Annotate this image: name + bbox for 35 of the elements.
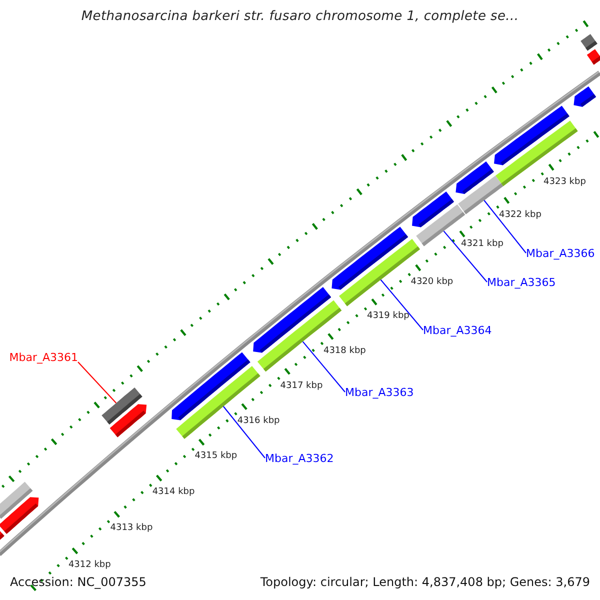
map-title: Methanosarcina barkeri str. fusaro chromosome 1, complete se... bbox=[80, 9, 520, 24]
position-label: 4319 kbp bbox=[366, 311, 410, 322]
gene-label: Mbar_A3362 bbox=[265, 453, 335, 465]
position-label: 4313 kbp bbox=[110, 523, 153, 534]
gene-bar bbox=[574, 86, 596, 107]
position-label: 4320 kbp bbox=[410, 277, 454, 288]
position-label: 4318 kbp bbox=[323, 346, 366, 356]
leader-line bbox=[380, 279, 424, 330]
gene-bar bbox=[0, 482, 33, 519]
gene-label: Mbar_A3363 bbox=[345, 387, 415, 399]
leader-line bbox=[302, 341, 346, 392]
gene-bar bbox=[580, 34, 598, 51]
leader-line bbox=[484, 200, 526, 254]
position-label: 4322 kbp bbox=[499, 210, 542, 220]
position-label: 4314 kbp bbox=[152, 487, 195, 498]
gene-label: Mbar_A3366 bbox=[526, 248, 596, 260]
position-label: 4317 kbp bbox=[280, 380, 323, 391]
position-label: 4315 kbp bbox=[194, 451, 238, 462]
gene-bar bbox=[456, 161, 494, 194]
gene-bar bbox=[412, 192, 454, 228]
position-label: 4321 kbp bbox=[461, 238, 504, 249]
genome-info-text: Topology: circular; Length: 4,837,408 bp; Genes: 3,679 bbox=[260, 575, 590, 589]
gene-bar bbox=[102, 388, 142, 424]
gene-bar bbox=[586, 49, 600, 65]
position-label: 4312 kbp bbox=[68, 560, 111, 570]
leader-line bbox=[443, 230, 488, 282]
gene-label: Mbar_A3364 bbox=[423, 325, 493, 337]
position-label: 4316 kbp bbox=[237, 416, 280, 426]
accession-text: Accession: NC_007355 bbox=[10, 575, 146, 589]
gene-label: Mbar_A3365 bbox=[487, 277, 557, 289]
gene-label: Mbar_A3361 bbox=[8, 352, 78, 364]
leader-line bbox=[222, 406, 266, 458]
position-label: 4323 kbp bbox=[544, 177, 586, 188]
gene-bar bbox=[494, 106, 570, 166]
leader-line bbox=[78, 362, 117, 404]
